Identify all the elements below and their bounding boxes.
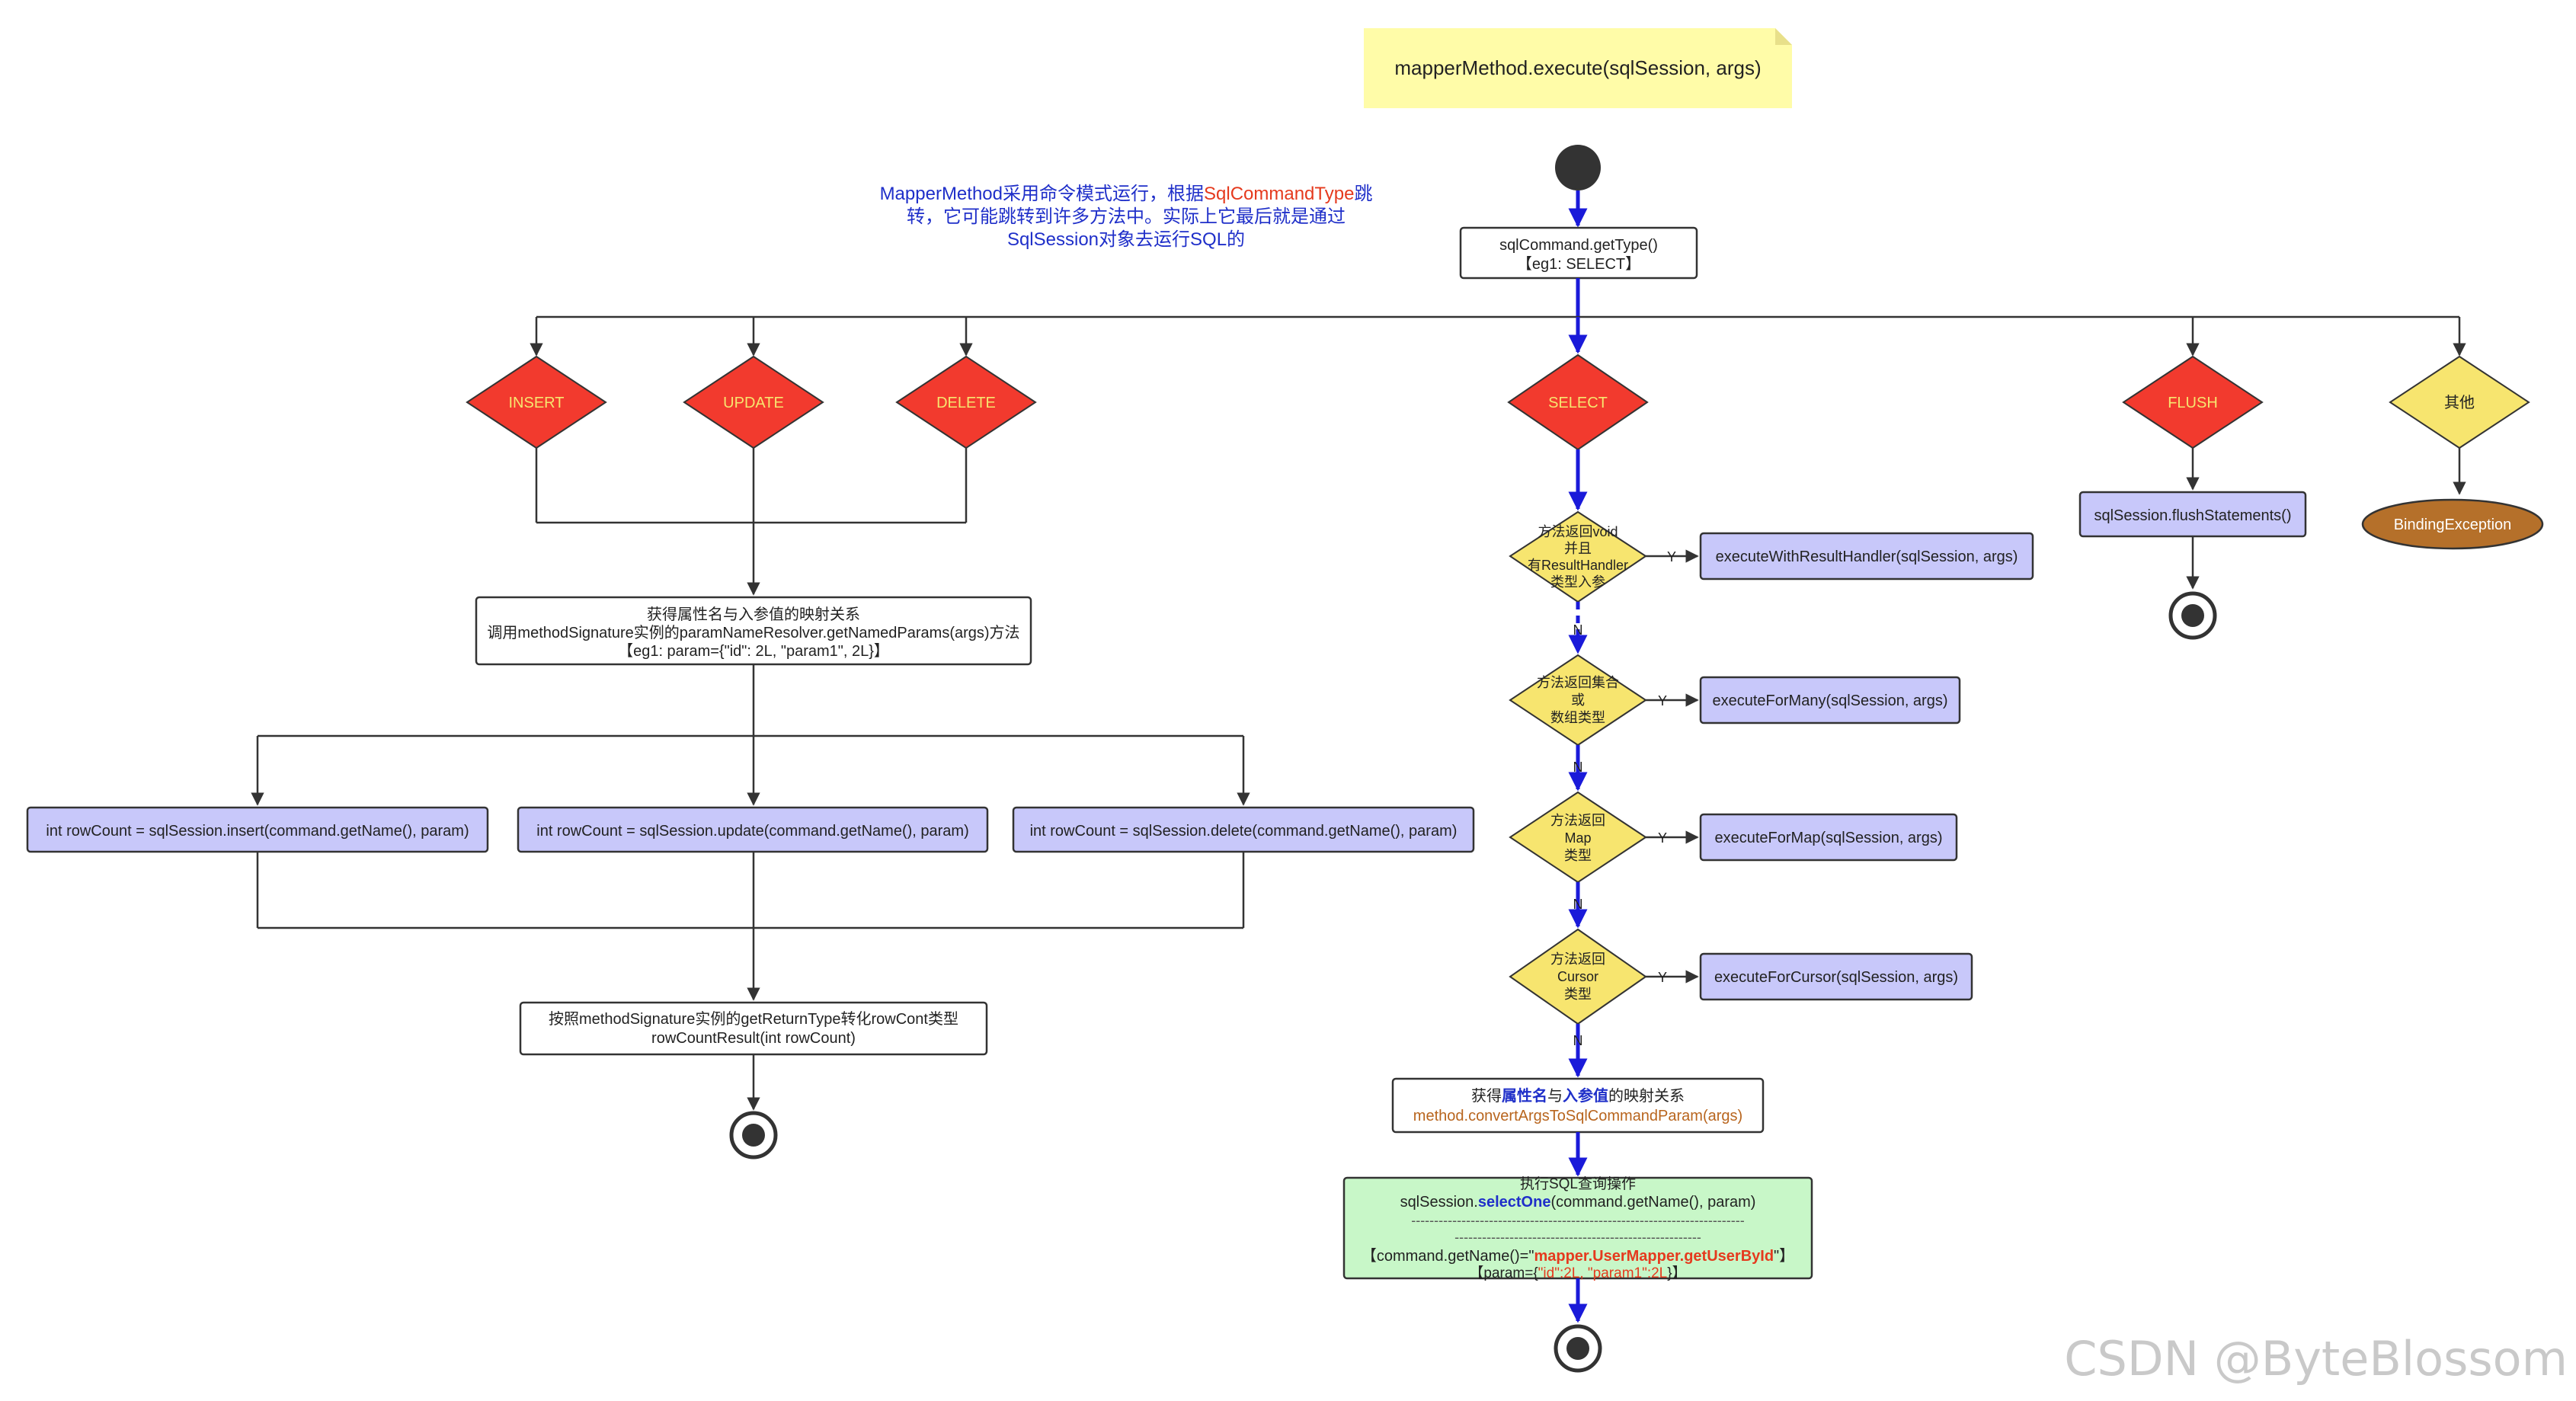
svg-text:------------------------------: ----------------------------------------… (1454, 1230, 1701, 1245)
svg-text:【eg1: param={"id": 2L, "param1: 【eg1: param={"id": 2L, "param1", 2L}】 (618, 643, 889, 660)
execute-with-resulthandler-box: executeWithResultHandler(sqlSession, arg… (1699, 532, 2034, 581)
svg-text:【eg1: SELECT】: 【eg1: SELECT】 (1517, 256, 1640, 273)
svg-text:int rowCount = sqlSession.dele: int rowCount = sqlSession.delete(command… (1030, 823, 1458, 840)
no-label-3: N (1573, 897, 1583, 912)
svg-text:------------------------------: ----------------------------------------… (1411, 1213, 1745, 1228)
convert-args-box: 获得属性名与入参值的映射关系 method.convertArgsToSqlCo… (1391, 1077, 1765, 1134)
svg-text:方法返回: 方法返回 (1550, 952, 1605, 967)
svg-text:int rowCount = sqlSession.inse: int rowCount = sqlSession.insert(command… (46, 823, 469, 840)
decision-flush: FLUSH (2122, 355, 2264, 449)
execute-for-many-box: executeForMany(sqlSession, args) (1699, 676, 1961, 724)
no-label-1: N (1573, 622, 1583, 638)
decision-other: 其他 (2389, 355, 2530, 449)
decision-select: SELECT (1507, 353, 1649, 451)
svg-text:按照methodSignature实例的getReturnT: 按照methodSignature实例的getReturnType转化rowCo… (549, 1010, 958, 1028)
svg-text:或: 或 (1571, 693, 1585, 708)
svg-text:方法返回void: 方法返回void (1538, 524, 1618, 539)
param-mapping-box: 获得属性名与入参值的映射关系 调用methodSignature实例的param… (475, 596, 1032, 666)
svg-text:方法返回集合: 方法返回集合 (1537, 675, 1619, 690)
svg-text:BindingException: BindingException (2394, 517, 2512, 533)
svg-text:INSERT: INSERT (509, 395, 565, 411)
binding-exception-node: BindingException (2361, 498, 2544, 550)
svg-text:FLUSH: FLUSH (2168, 395, 2218, 411)
row-update-box: int rowCount = sqlSession.update(command… (517, 806, 989, 853)
svg-text:类型: 类型 (1564, 987, 1592, 1002)
select-check-void-resulthandler: 方法返回void 并且 有ResultHandler 类型入参 (1509, 510, 1647, 603)
end-node-write (729, 1111, 778, 1160)
decision-delete: DELETE (895, 355, 1037, 449)
row-delete-box: int rowCount = sqlSession.delete(command… (1012, 806, 1475, 853)
svg-text:executeForMap(sqlSession, args: executeForMap(sqlSession, args) (1714, 830, 1942, 846)
svg-text:获得属性名与入参值的映射关系: 获得属性名与入参值的映射关系 (647, 606, 860, 623)
svg-text:method.convertArgsToSqlCommand: method.convertArgsToSqlCommandParam(args… (1413, 1108, 1742, 1124)
svg-text:executeForCursor(sqlSession, a: executeForCursor(sqlSession, args) (1714, 969, 1958, 986)
select-check-collection: 方法返回集合 或 数组类型 (1509, 654, 1647, 747)
select-check-map: 方法返回 Map 类型 (1509, 791, 1647, 884)
svg-text:UPDATE: UPDATE (723, 395, 784, 411)
svg-text:数组类型: 数组类型 (1550, 710, 1605, 725)
no-label-2: N (1573, 760, 1583, 775)
description-text: MapperMethod采用命令模式运行，根据SqlCommandType跳 转… (880, 184, 1373, 250)
end-node-select (1554, 1324, 1602, 1373)
svg-text:其他: 其他 (2444, 394, 2475, 411)
end-node-flush (2168, 591, 2217, 640)
svg-text:SELECT: SELECT (1548, 395, 1608, 411)
svg-text:并且: 并且 (1564, 541, 1592, 556)
row-count-result-box: 按照methodSignature实例的getReturnType转化rowCo… (519, 1001, 988, 1056)
flush-statements-box: sqlSession.flushStatements() (2078, 491, 2307, 538)
yes-label-4: Y (1658, 970, 1667, 985)
svg-text:DELETE: DELETE (936, 395, 996, 411)
svg-text:有ResultHandler: 有ResultHandler (1528, 558, 1628, 573)
no-label-4: N (1573, 1033, 1583, 1048)
note-title: mapperMethod.execute(sqlSession, args) (1394, 56, 1761, 79)
select-check-cursor: 方法返回 Cursor 类型 (1509, 928, 1647, 1025)
decision-update: UPDATE (683, 355, 824, 449)
svg-text:Cursor: Cursor (1557, 969, 1598, 984)
svg-text:sqlSession.selectOne(command.g: sqlSession.selectOne(command.getName(), … (1400, 1194, 1756, 1211)
row-insert-box: int rowCount = sqlSession.insert(command… (26, 806, 489, 853)
svg-text:sqlSession.flushStatements(): sqlSession.flushStatements() (2094, 507, 2291, 524)
yes-label-3: Y (1658, 830, 1667, 846)
svg-text:Map: Map (1564, 830, 1591, 846)
svg-text:获得属性名与入参值的映射关系: 获得属性名与入参值的映射关系 (1471, 1086, 1685, 1105)
svg-text:rowCountResult(int rowCount): rowCountResult(int rowCount) (651, 1030, 856, 1047)
svg-text:sqlCommand.getType(): sqlCommand.getType() (1499, 237, 1658, 254)
start-node (1555, 145, 1601, 190)
description-line-1: MapperMethod采用命令模式运行，根据SqlCommandType跳 (880, 184, 1373, 204)
execute-for-map-box: executeForMap(sqlSession, args) (1699, 813, 1958, 862)
yes-label-2: Y (1658, 693, 1667, 708)
execute-for-cursor-box: executeForCursor(sqlSession, args) (1699, 952, 1973, 1001)
svg-text:类型入参: 类型入参 (1550, 574, 1605, 590)
decision-insert: INSERT (466, 355, 607, 449)
svg-text:执行SQL查询操作: 执行SQL查询操作 (1520, 1175, 1636, 1192)
svg-text:int rowCount = sqlSession.upda: int rowCount = sqlSession.update(command… (536, 823, 968, 840)
title-note: mapperMethod.execute(sqlSession, args) (1364, 28, 1792, 108)
svg-text:executeForMany(sqlSession, arg: executeForMany(sqlSession, args) (1712, 693, 1947, 709)
svg-text:类型: 类型 (1564, 848, 1592, 863)
svg-text:调用methodSignature实例的paramNameR: 调用methodSignature实例的paramNameResolver.ge… (487, 624, 1019, 641)
svg-text:【param={"id":2L, "param1":2L}】: 【param={"id":2L, "param1":2L}】 (1469, 1265, 1686, 1281)
description-line-2: 转，它可能跳转到许多方法中。实际上它最后就是通过 (907, 206, 1346, 227)
select-exec-box: 执行SQL查询操作 sqlSession.selectOne(command.g… (1342, 1175, 1813, 1281)
description-line-3: SqlSession对象去运行SQL的 (1007, 229, 1245, 250)
get-type-box: sqlCommand.getType() 【eg1: SELECT】 (1459, 226, 1698, 280)
svg-text:【command.getName()="mapper.Use: 【command.getName()="mapper.UserMapper.ge… (1362, 1248, 1794, 1265)
watermark: CSDN @ByteBlossom (2064, 1331, 2568, 1387)
yes-label-1: Y (1667, 549, 1676, 565)
svg-text:executeWithResultHandler(sqlSe: executeWithResultHandler(sqlSession, arg… (1716, 549, 2018, 565)
svg-text:方法返回: 方法返回 (1550, 813, 1605, 828)
